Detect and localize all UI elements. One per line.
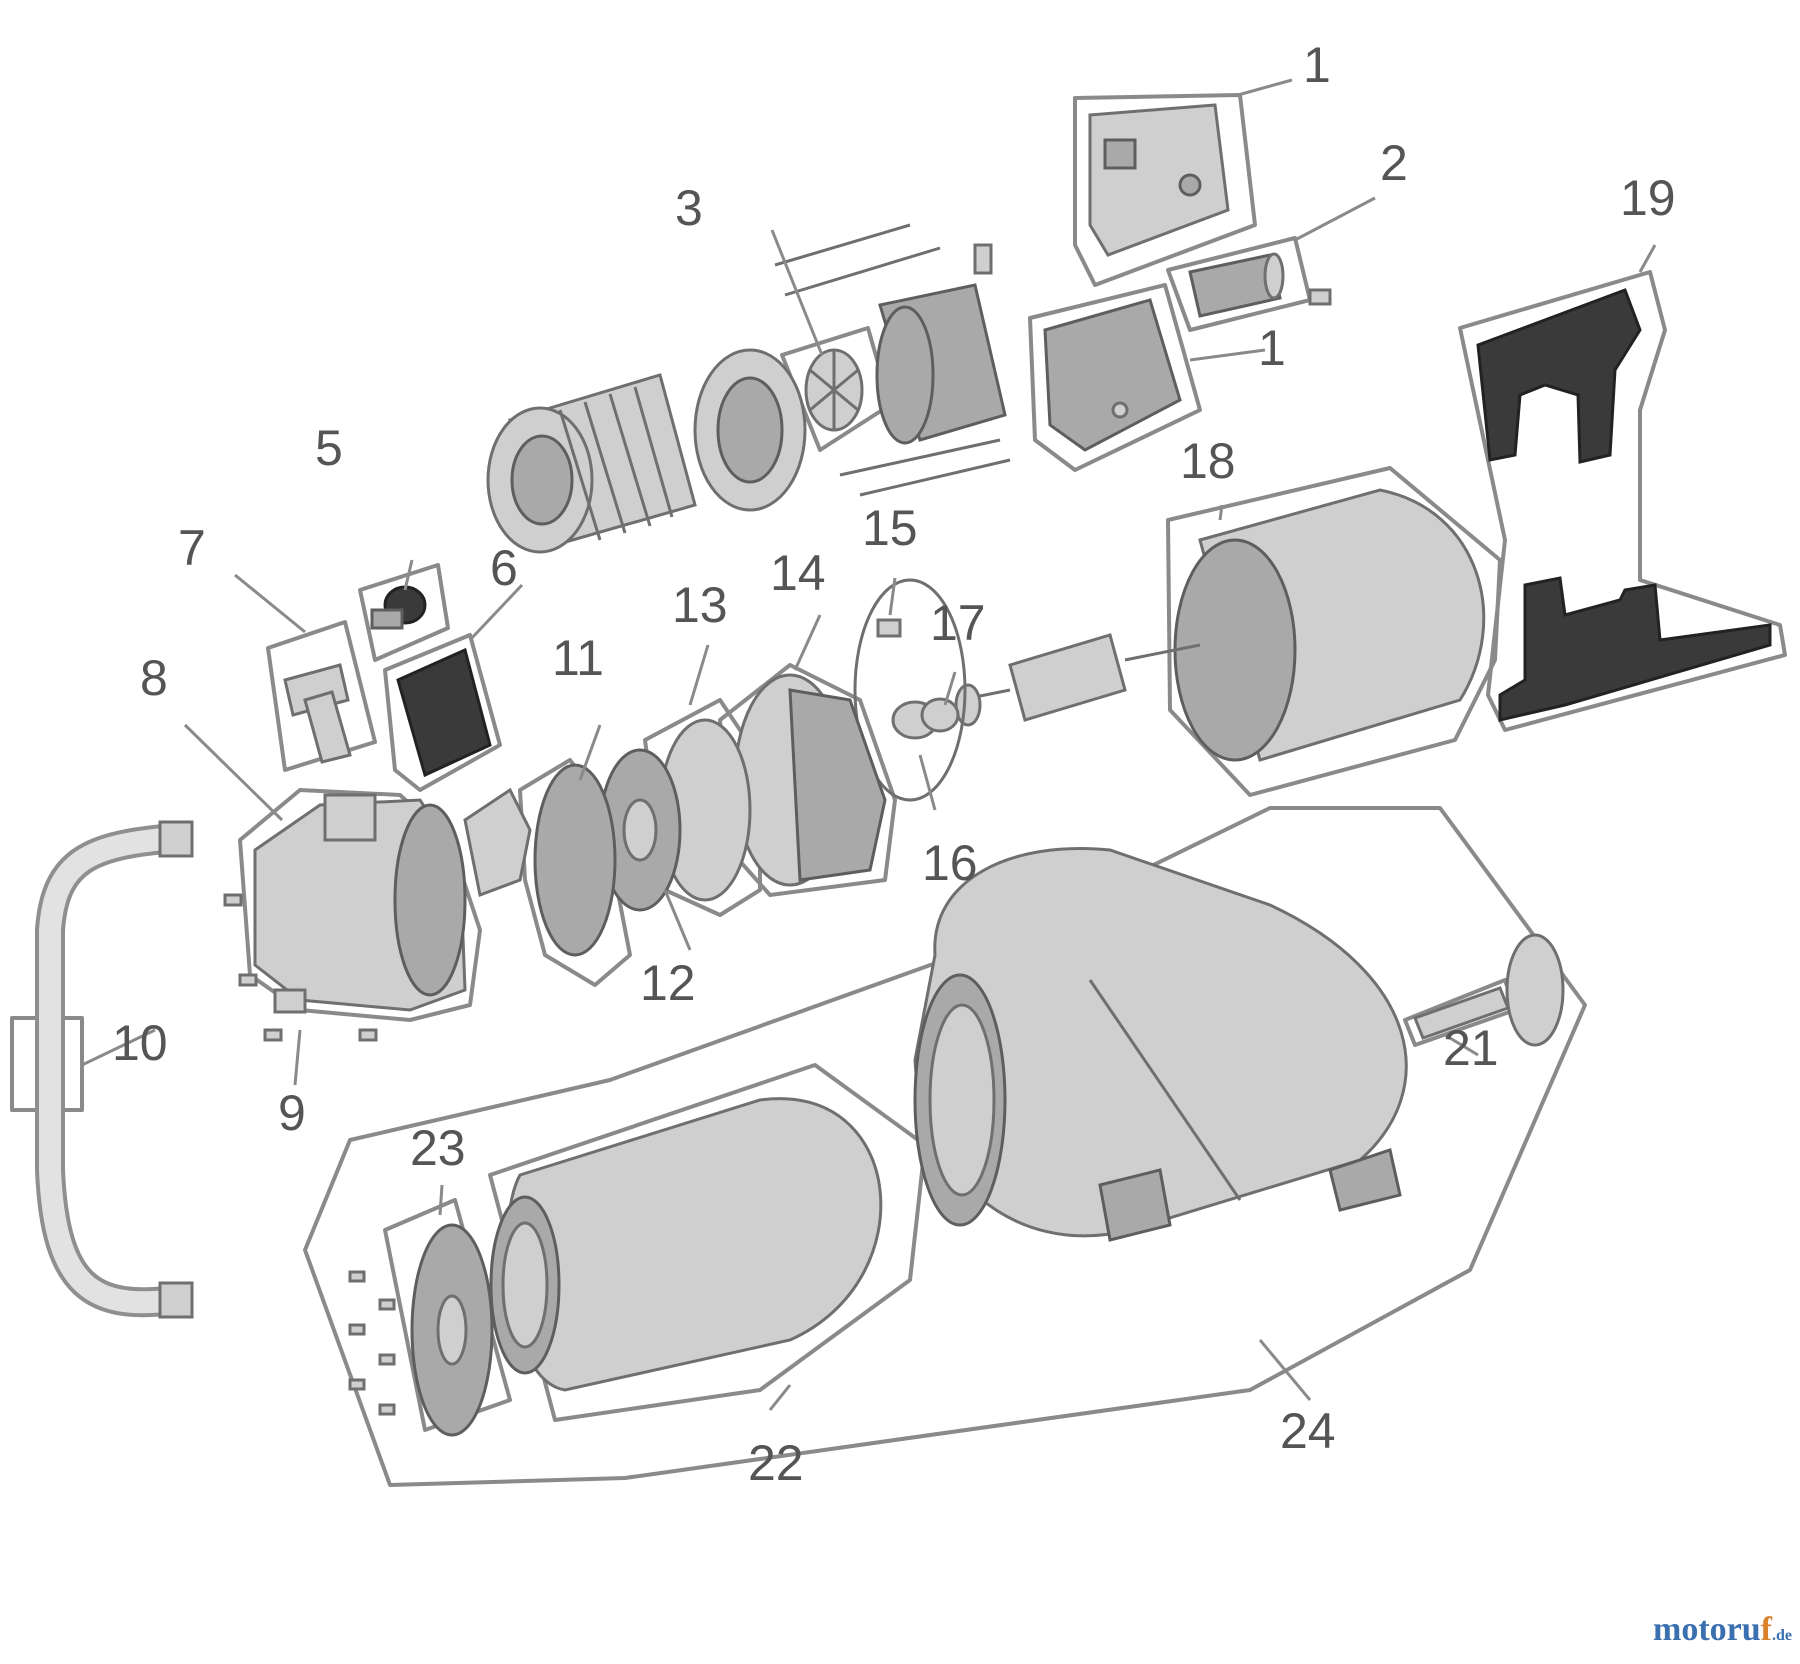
watermark-logo: motoruf.de (1653, 1611, 1792, 1649)
motor-stator-part (486, 373, 697, 554)
watermark-main: motoru (1653, 1611, 1761, 1648)
terminal-cover-part (1088, 103, 1230, 257)
motor-housing-part (1173, 488, 1486, 762)
stand-part (1476, 288, 1772, 722)
watermark-accent: f (1760, 1611, 1772, 1648)
oring-part (853, 578, 967, 802)
callout-1-base: 1 (1258, 320, 1286, 376)
membrane-part (489, 1097, 883, 1392)
outline-group-1-base (1028, 283, 1202, 472)
callout-12: 12 (640, 955, 696, 1011)
callout-10: 10 (112, 1015, 168, 1071)
outline-group-5-valve (358, 563, 450, 662)
outline-group-18-motor-housing (1166, 466, 1502, 797)
callout-7: 7 (178, 520, 206, 576)
impeller-part (598, 748, 682, 912)
callout-21: 21 (1443, 1020, 1499, 1076)
diffuser-part (533, 763, 617, 957)
clip-part (876, 618, 902, 638)
capacitor-part (1188, 252, 1332, 318)
tee-fitting-part (283, 663, 352, 764)
fan-cover-part (875, 283, 1007, 445)
seal-part (891, 697, 960, 740)
callout-13: 13 (672, 577, 728, 633)
callout-6: 6 (490, 540, 518, 596)
rotor-part (954, 633, 1201, 727)
housing-screws-part (223, 893, 378, 1042)
callout-3: 3 (675, 180, 703, 236)
watermark-suffix: .de (1772, 1627, 1792, 1644)
pressure-switch-part (396, 647, 492, 778)
callout-5: 5 (315, 420, 343, 476)
pump-housing-part (253, 793, 467, 1012)
terminal-base-part (1043, 298, 1182, 452)
outline-group-23-flange (383, 1198, 512, 1432)
callout-15: 15 (862, 500, 918, 556)
hose-fitting-top (158, 820, 194, 858)
callout-23: 23 (410, 1120, 466, 1176)
outline-group-19-stand (1458, 270, 1787, 732)
callout-16: 16 (922, 835, 978, 891)
tank-bracket-part (1413, 933, 1565, 1047)
fan-part (804, 348, 864, 432)
outline-group-22-membrane (488, 1063, 927, 1422)
flange-part (733, 673, 887, 887)
callout-18: 18 (1180, 433, 1236, 489)
callout-1-cover: 1 (1303, 37, 1331, 93)
callout-17: 17 (930, 595, 986, 651)
callout-numbers: 1 1 2 3 5 6 7 8 9 10 11 12 13 14 15 16 1… (112, 37, 1676, 1491)
valve-part (370, 585, 427, 630)
callout-14: 14 (770, 545, 826, 601)
leader-lines (81, 78, 1657, 1411)
callout-9: 9 (278, 1085, 306, 1141)
outline-group-7-tee (266, 620, 377, 772)
outline-group-6-switch (383, 633, 502, 792)
outline-group-1-cover (1073, 93, 1257, 287)
callout-22: 22 (748, 1435, 804, 1491)
hose-fitting-bottom (158, 1281, 194, 1319)
callout-2: 2 (1380, 135, 1408, 191)
callout-24: 24 (1280, 1403, 1336, 1459)
callout-11: 11 (552, 630, 604, 686)
tank-flange-part (348, 1223, 494, 1437)
hose-highlight (39, 827, 186, 1314)
callout-19: 19 (1620, 170, 1676, 226)
pressure-tank-part (913, 847, 1408, 1242)
end-cover-part (693, 348, 807, 512)
tie-rods-part (774, 223, 1011, 497)
callout-8: 8 (140, 650, 168, 706)
ejector-part (463, 787, 532, 898)
